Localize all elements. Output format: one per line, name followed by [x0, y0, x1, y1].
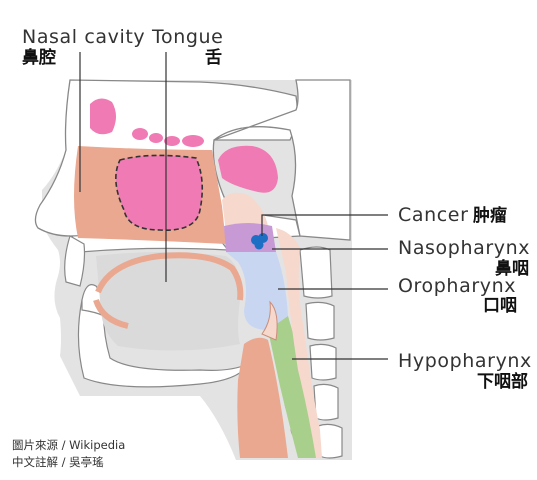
labels: Nasal cavity 鼻腔 Tongue 舌 Cancer 肿瘤 Nasop…	[22, 26, 532, 392]
nasopharynx-label-en: Nasopharynx	[398, 237, 530, 259]
nasal-cavity-label-en: Nasal cavity	[22, 26, 145, 48]
larynx-tissue	[237, 337, 288, 458]
leader-lines	[79, 52, 388, 360]
hypopharynx-label-en: Hypopharynx	[398, 350, 532, 372]
tongue-label-en: Tongue	[151, 26, 223, 48]
soft-palate-area	[222, 192, 268, 232]
frontal-sinus	[90, 98, 116, 135]
cancer-leader	[261, 214, 388, 236]
oropharynx-label-zh: 口咽	[483, 296, 517, 316]
upper-teeth	[64, 235, 86, 287]
hypopharynx-label-zh: 下咽部	[477, 371, 528, 392]
maxillary-sinus	[115, 154, 204, 231]
hypopharynx-region	[268, 316, 322, 458]
ethmoid-cell-3	[164, 136, 180, 146]
image-credits: 圖片來源 / Wikipedia 中文註解 / 吳亭瑤	[12, 438, 125, 469]
sphenoid-sinus	[218, 145, 278, 193]
skull-base	[213, 79, 351, 241]
epiglottis	[261, 300, 278, 341]
sinuses	[90, 98, 278, 193]
oral-cavity	[96, 252, 241, 351]
cervical-vertebrae	[299, 246, 343, 459]
tongue-label-zh: 舌	[205, 47, 222, 68]
credit-source: 圖片來源 / Wikipedia	[12, 438, 125, 452]
oropharynx-label-en: Oropharynx	[398, 275, 516, 297]
credit-annotation: 中文註解 / 吳亭瑤	[12, 455, 104, 469]
tumor	[251, 233, 268, 250]
nasopharynx-label-zh: 鼻咽	[495, 258, 529, 279]
nasopharynx-region	[224, 223, 276, 254]
ethmoid-cell-4	[182, 135, 204, 147]
lower-lip	[93, 298, 129, 329]
tongue-outline	[95, 252, 244, 301]
cancer-label-en: Cancer	[398, 204, 469, 226]
ethmoid-cell-1	[132, 128, 148, 140]
cancer-label-zh: 肿瘤	[473, 205, 507, 226]
ethmoid-cell-2	[149, 133, 163, 143]
nasal-cavity-label-zh: 鼻腔	[22, 47, 56, 68]
posterior-pharyngeal-wall	[276, 228, 322, 458]
